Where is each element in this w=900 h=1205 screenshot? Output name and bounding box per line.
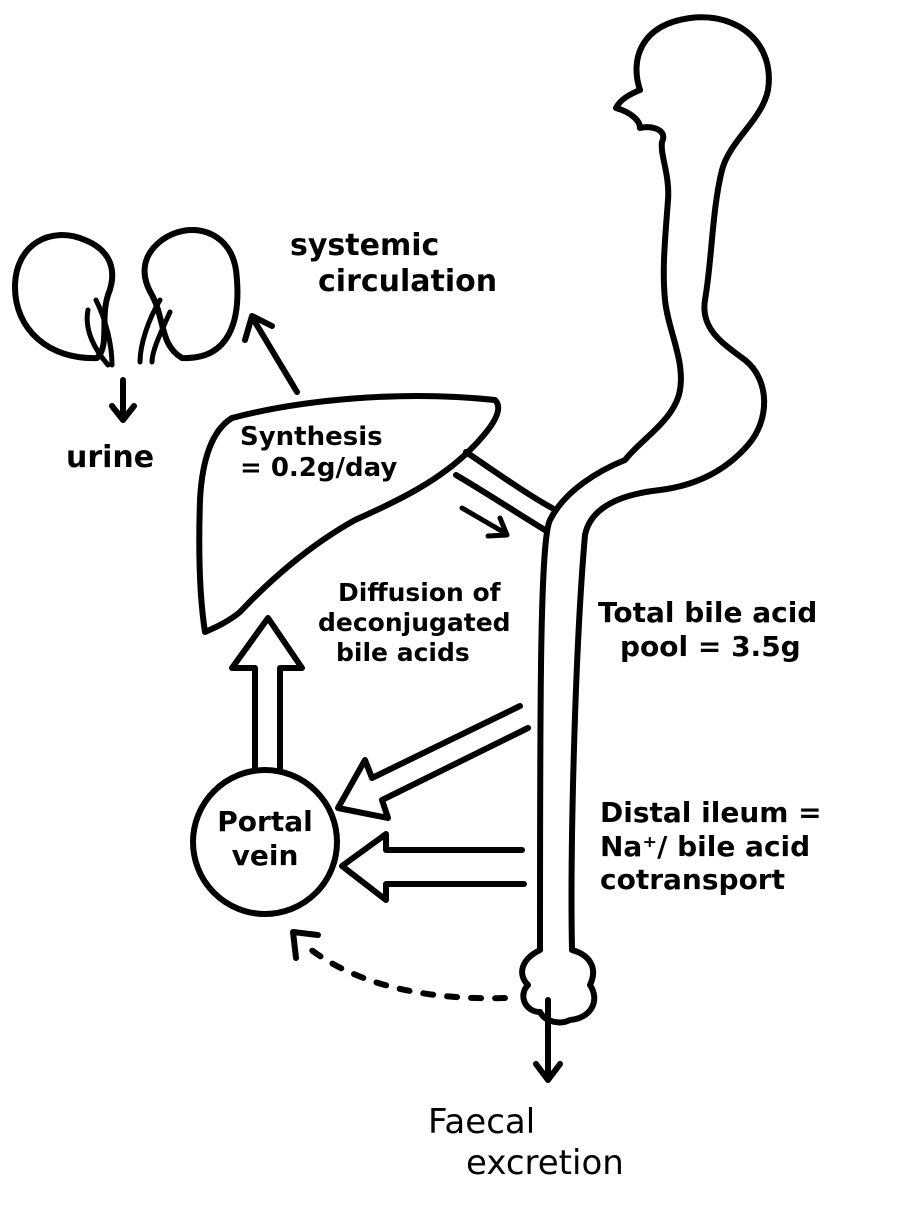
ileum-transport-arrow bbox=[339, 831, 527, 903]
synthesis-label: Synthesis = 0.2g/day bbox=[240, 422, 397, 484]
synthesis-title: Synthesis bbox=[240, 422, 383, 452]
portal-word: Portal bbox=[217, 805, 313, 838]
systemic-arrow bbox=[242, 313, 300, 395]
synthesis-rate: = 0.2g/day bbox=[240, 453, 398, 484]
circulation-word: circulation bbox=[318, 264, 498, 299]
diffusion-label: Diffusion of deconjugated bile acids bbox=[318, 578, 511, 668]
distal-ileum-line-3: cotransport bbox=[600, 863, 785, 897]
vein-word: vein bbox=[231, 838, 299, 872]
diffusion-line-2: deconjugated bbox=[318, 608, 511, 637]
urine-label: urine bbox=[66, 440, 154, 476]
gut-tract-icon bbox=[519, 14, 772, 1026]
bile-flow-arrow bbox=[459, 505, 510, 539]
passive-reabsorption-dotted-arrow bbox=[290, 929, 508, 1002]
faecal-word: Faecal bbox=[428, 1102, 536, 1142]
diffusion-arrow bbox=[335, 703, 531, 821]
total-pool-line-1: Total bile acid bbox=[598, 596, 818, 629]
portal-vein-label: Portal vein bbox=[210, 805, 320, 872]
diffusion-line-1: Diffusion of bbox=[338, 578, 501, 607]
kidney-left-icon bbox=[11, 232, 116, 368]
total-pool-line-2: pool = 3.5g bbox=[620, 629, 801, 663]
bile-duct bbox=[463, 449, 555, 511]
systemic-word: systemic bbox=[290, 228, 440, 263]
total-pool-label: Total bile acid pool = 3.5g bbox=[598, 596, 817, 663]
systemic-circulation-label: systemic circulation bbox=[290, 228, 497, 300]
excretion-word: excretion bbox=[466, 1142, 624, 1183]
kidney-right-icon bbox=[137, 227, 241, 365]
portal-vein-circle bbox=[190, 767, 340, 917]
distal-ileum-line-1: Distal ileum = bbox=[600, 796, 822, 829]
liver-icon bbox=[196, 393, 502, 635]
urine-arrow bbox=[109, 377, 137, 423]
diffusion-line-3: bile acids bbox=[336, 638, 470, 667]
faecal-excretion-label: Faecal excretion bbox=[428, 1102, 624, 1184]
urine-text: urine bbox=[66, 440, 155, 475]
faecal-arrow bbox=[533, 997, 563, 1083]
distal-ileum-line-2: Na⁺/ bile acid bbox=[600, 829, 811, 863]
portal-to-liver-arrow bbox=[229, 615, 305, 773]
distal-ileum-label: Distal ileum = Na⁺/ bile acid cotranspor… bbox=[600, 796, 822, 897]
